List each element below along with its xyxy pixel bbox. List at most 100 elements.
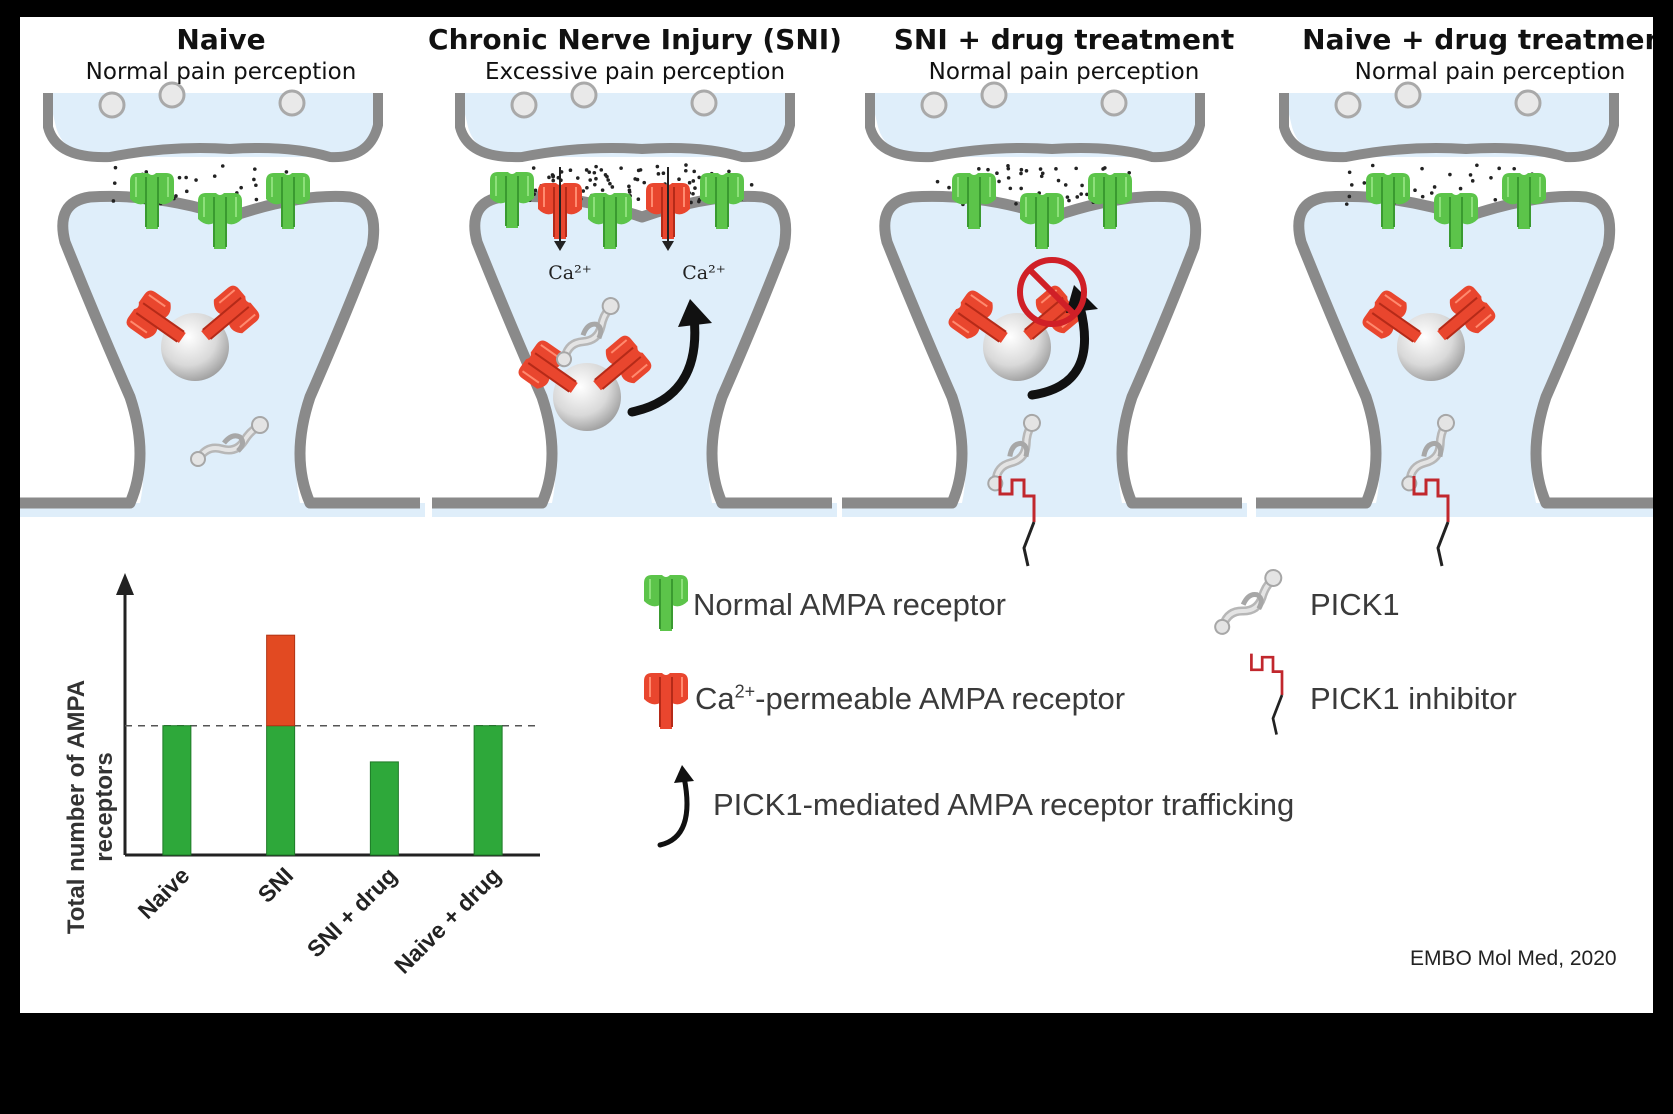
x-tick-label: SNI [253, 862, 298, 907]
glutamate-dot [592, 170, 597, 175]
glutamate-dot [587, 170, 592, 174]
synaptic-vesicle [510, 91, 538, 119]
legend-normal-ampa-icon [643, 574, 689, 632]
chart-y-axis-label: Total number of AMPA receptors [63, 679, 118, 935]
glutamate-dot [947, 185, 951, 190]
glutamate-dot [593, 182, 597, 187]
legend-ca-ampa-label: Ca2+-permeable AMPA receptor [695, 681, 1125, 717]
presynaptic-membrane [1279, 93, 1619, 163]
synaptic-vesicle [1514, 89, 1542, 117]
glutamate-dot [1458, 186, 1463, 191]
glutamate-dot [584, 168, 589, 172]
bar-normal-receptors [266, 725, 296, 856]
glutamate-dot [1067, 198, 1071, 203]
glutamate-dot [606, 178, 610, 182]
glutamate-dot [253, 167, 257, 171]
glutamate-dot [677, 177, 681, 182]
glutamate-dot [977, 167, 981, 171]
glutamate-dot [697, 175, 701, 180]
glutamate-dot [997, 179, 1001, 184]
glutamate-dot [575, 176, 580, 180]
panel-subtitle-sni: Excessive pain perception [484, 59, 786, 85]
glutamate-dot [1512, 166, 1516, 171]
glutamate-dot [1054, 167, 1058, 171]
legend-ca-superscript: 2+ [734, 681, 756, 702]
legend-pick1-icon [1205, 568, 1292, 635]
legend-trafficking-arrow-icon [657, 774, 690, 848]
glutamate-dot [1347, 194, 1352, 199]
glutamate-dot [655, 164, 660, 169]
glutamate-dot [1475, 163, 1479, 168]
legend-pick1-inhibitor-label: PICK1 inhibitor [1310, 681, 1517, 716]
glutamate-dot [995, 171, 999, 176]
synapse-panel-naivedrug [1256, 81, 1653, 568]
glutamate-dot [692, 169, 697, 174]
glutamate-dot [533, 188, 538, 193]
bar-normal-receptors [369, 761, 399, 856]
citation: EMBO Mol Med, 2020 [1410, 947, 1617, 970]
calcium-label: Ca²⁺ [548, 262, 592, 284]
glutamate-dot [547, 175, 551, 180]
glutamate-dot [184, 189, 189, 194]
glutamate-dot [1429, 191, 1434, 195]
panel-title-naive: Naive [176, 23, 266, 56]
glutamate-dot [1468, 173, 1473, 177]
legend-normal-ampa-label: Normal AMPA receptor [693, 587, 1006, 622]
glutamate-dot [1420, 194, 1425, 199]
synaptic-vesicle [920, 91, 948, 119]
glutamate-dot [1019, 167, 1024, 172]
glutamate-dot [1040, 171, 1045, 176]
synapse-panel-sni [432, 81, 837, 517]
glutamate-dot [636, 168, 641, 173]
glutamate-dot [642, 180, 647, 185]
glutamate-dot [1019, 171, 1023, 176]
glutamate-dot [1420, 166, 1424, 171]
presynaptic-membrane [43, 93, 383, 163]
legend-ca-ampa-icon [643, 672, 689, 730]
glutamate-dot [581, 189, 586, 193]
synapse-panel-naive [20, 81, 425, 517]
glutamate-dot [254, 197, 259, 202]
glutamate-dot [603, 173, 608, 177]
glutamate-dot [1370, 163, 1375, 168]
panel-title-sni: Chronic Nerve Injury (SNI) [428, 23, 842, 56]
glutamate-dot [194, 178, 198, 182]
glutamate-dot [1489, 175, 1493, 180]
glutamate-dot [1014, 201, 1018, 206]
glutamate-dot [144, 170, 149, 174]
glutamate-dot [1470, 179, 1475, 183]
glutamate-dot [1006, 176, 1011, 180]
prohibited-slash [1027, 267, 1077, 317]
synaptic-vesicle [278, 89, 306, 117]
glutamate-dot [1080, 183, 1084, 188]
glutamate-dot [1127, 170, 1132, 175]
panel-title-naive-drug: Naive + drug treatment [1302, 23, 1653, 56]
glutamate-dot [111, 199, 116, 203]
glutamate-dot [1349, 183, 1354, 187]
panel-subtitle-naive: Normal pain perception [85, 59, 357, 85]
bar-normal-receptors [473, 725, 503, 856]
glutamate-dot [727, 169, 731, 174]
synapse-panel-snidrug [842, 81, 1247, 568]
synaptic-vesicle [690, 89, 718, 117]
glutamate-dot [1065, 195, 1070, 199]
legend-trafficking-arrow-head [674, 765, 694, 783]
glutamate-dot [608, 181, 612, 186]
glutamate-dot [1079, 192, 1083, 196]
panel-title-sni-drug: SNI + drug treatment [893, 23, 1235, 56]
prohibited-icon [1017, 257, 1087, 327]
glutamate-dot [1039, 174, 1044, 179]
bar-ca-receptors [266, 634, 296, 727]
synaptic-vesicle [980, 81, 1008, 109]
glutamate-dot [684, 163, 688, 167]
glutamate-dot [1362, 181, 1367, 185]
glutamate-dot [1006, 166, 1011, 171]
glutamate-dot [1038, 167, 1043, 171]
glutamate-dot [252, 177, 256, 182]
glutamate-dot [284, 170, 289, 174]
calcium-arrow-head [554, 241, 566, 251]
glutamate-dot [610, 185, 615, 189]
glutamate-dot [254, 183, 258, 188]
